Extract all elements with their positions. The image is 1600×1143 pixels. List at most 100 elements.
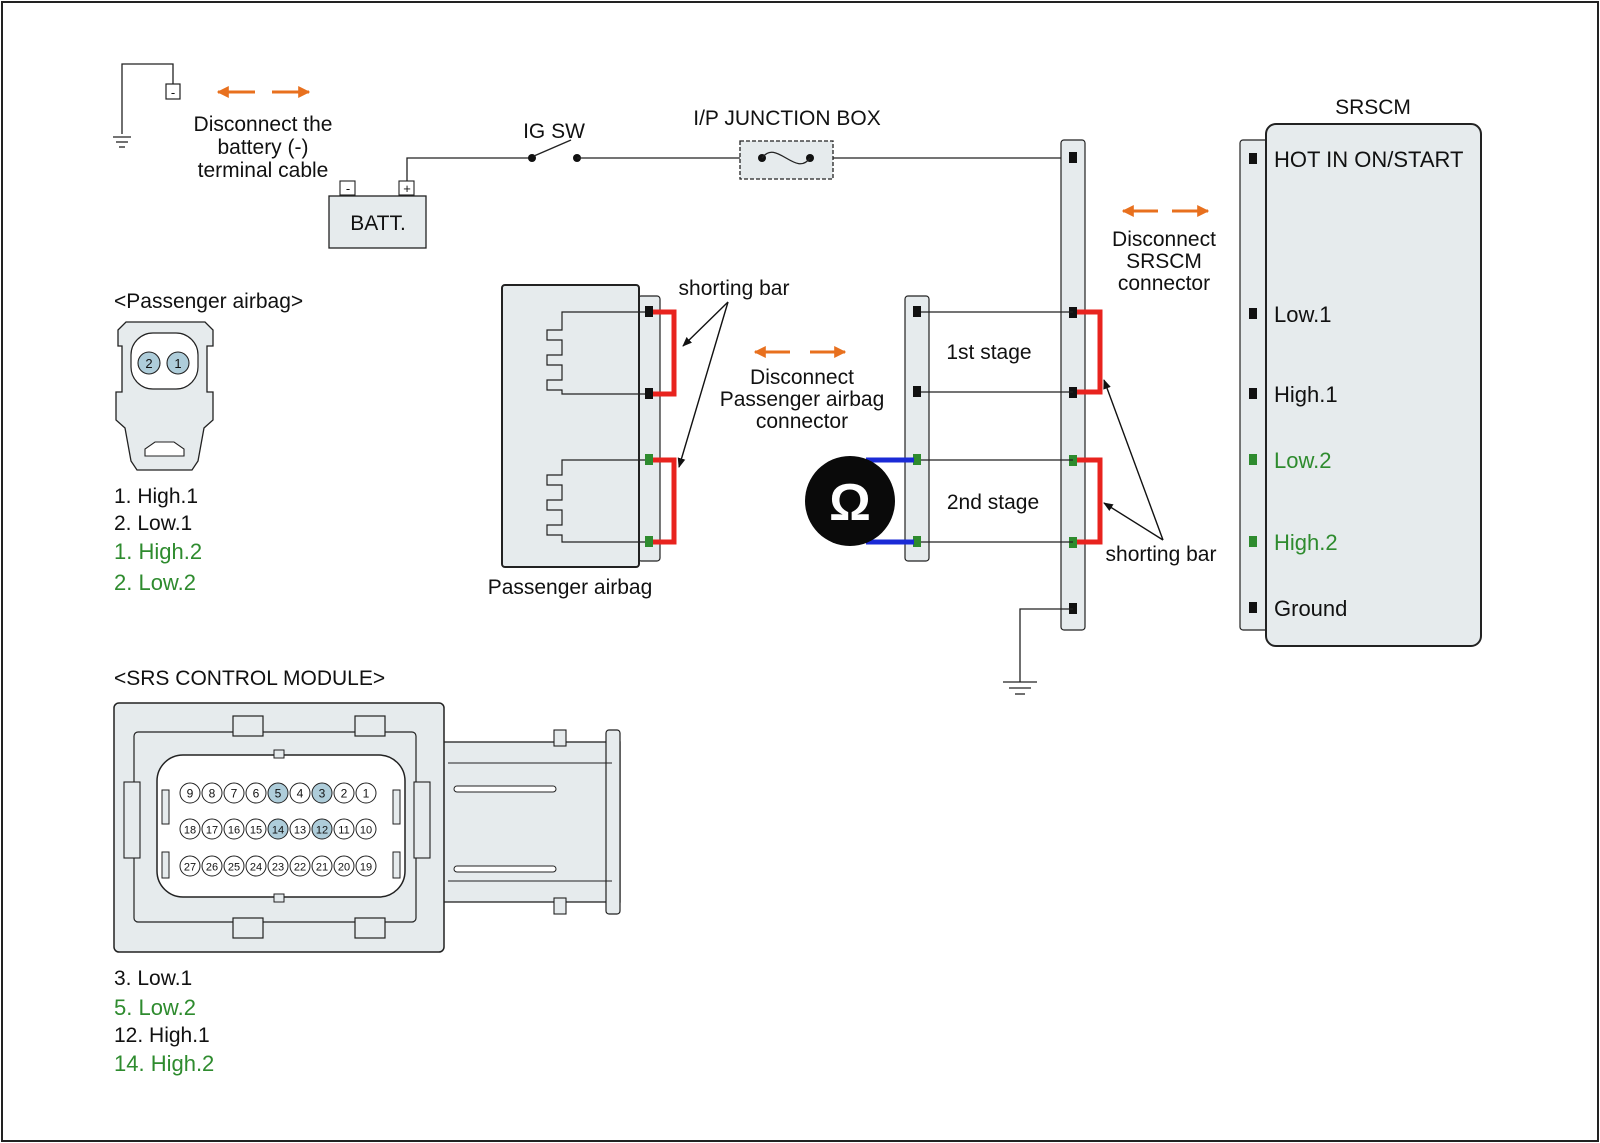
airbag-note-line3: connector xyxy=(756,410,848,433)
shorting-bar-pointer-1 xyxy=(1103,379,1164,541)
harness-connector-strip xyxy=(1060,139,1086,631)
srs-pin-number: 11 xyxy=(338,825,349,837)
srs-pin-number: 12 xyxy=(316,825,328,837)
airbag-connector-strip xyxy=(637,295,661,562)
srs-pin-19 xyxy=(355,855,377,877)
second-stage-label: 2nd stage xyxy=(947,491,1039,514)
passenger-airbag-module xyxy=(501,284,640,568)
srs-pin-13 xyxy=(289,818,311,840)
passenger-legend-3: 1. High.2 xyxy=(114,539,202,564)
airbag-note-line2: Passenger airbag xyxy=(720,388,885,411)
srs-pin-number: 6 xyxy=(253,787,260,801)
srs-pin-5 xyxy=(267,782,289,804)
srscm-box xyxy=(1265,123,1482,647)
srscm-title: SRSCM xyxy=(1335,96,1411,119)
ig-switch-label: IG SW xyxy=(523,120,585,143)
harness-shorting-bar-2 xyxy=(1077,457,1103,545)
srs-pin-number: 15 xyxy=(250,825,262,837)
ground-wire xyxy=(1019,608,1073,682)
ig-switch-blade xyxy=(533,139,572,157)
srs-pin-3 xyxy=(311,782,333,804)
srscm-pin-ground: Ground xyxy=(1274,596,1347,621)
ohm-symbol: Ω xyxy=(829,474,871,532)
srs-pin-number: 10 xyxy=(360,825,372,837)
passenger-legend-1: 1. High.1 xyxy=(114,485,198,508)
harness-shorting-bar-1 xyxy=(1077,309,1103,395)
passenger-pin-1: 1 xyxy=(174,356,181,371)
srs-pin-number: 8 xyxy=(209,787,216,801)
srs-pin-12 xyxy=(311,818,333,840)
harness-shorting-bar-label: shorting bar xyxy=(1106,543,1217,566)
srs-pin-number: 24 xyxy=(250,862,262,874)
measurement-pins xyxy=(913,306,921,547)
srs-legend-4: 14. High.2 xyxy=(114,1051,214,1076)
srs-pin-number: 4 xyxy=(297,787,304,801)
srscm-pin-low2: Low.2 xyxy=(1274,448,1332,473)
terminal-minus-label: - xyxy=(171,85,175,100)
srs-pin-25 xyxy=(223,855,245,877)
srs-pin-8 xyxy=(201,782,223,804)
srscm-note-line2: SRSCM xyxy=(1126,250,1202,273)
passenger-connector-icon xyxy=(115,321,214,471)
airbag-internal-circuit xyxy=(546,311,646,543)
srs-module-heading: <SRS CONTROL MODULE> xyxy=(114,667,385,690)
battery-minus-label: - xyxy=(346,181,350,196)
junction-box-label: I/P JUNCTION BOX xyxy=(693,107,880,130)
srs-pin-6 xyxy=(245,782,267,804)
airbag-pins xyxy=(645,306,653,547)
srs-pin-15 xyxy=(245,818,267,840)
battery-note-line1: Disconnect the xyxy=(194,113,333,136)
ground-icon xyxy=(1003,681,1037,695)
airbag-note-line1: Disconnect xyxy=(750,366,854,389)
srs-pin-2 xyxy=(333,782,355,804)
airbag-shorting-pointer-1 xyxy=(682,301,729,347)
srs-pin-number: 23 xyxy=(272,862,284,874)
srs-pin-4 xyxy=(289,782,311,804)
airbag-shorting-bar-2 xyxy=(653,457,677,545)
srscm-pin-high1: High.1 xyxy=(1274,382,1338,407)
srs-pin-number: 1 xyxy=(363,787,370,801)
ohmmeter-icon xyxy=(805,456,895,546)
passenger-legend-4: 2. Low.2 xyxy=(114,570,196,595)
srs-pin-number: 16 xyxy=(228,825,240,837)
srs-pin-number: 9 xyxy=(187,787,194,801)
power-wire-batt xyxy=(406,157,529,181)
srs-pin-14 xyxy=(267,818,289,840)
srs-pin-number: 20 xyxy=(338,862,350,874)
battery-plus-label: + xyxy=(403,181,411,196)
battery xyxy=(328,180,427,249)
srs-legend-2: 5. Low.2 xyxy=(114,995,196,1020)
srs-pin-number: 5 xyxy=(275,787,282,801)
stage-wires xyxy=(917,311,1073,543)
srs-pin-16 xyxy=(223,818,245,840)
srs-pin-number: 2 xyxy=(341,787,348,801)
srs-pin-number: 17 xyxy=(206,825,218,837)
airbag-shorting-bar-label: shorting bar xyxy=(679,277,790,300)
srs-pin-21 xyxy=(311,855,333,877)
shorting-bar-pointer-2 xyxy=(1103,502,1164,541)
srs-pin-number: 21 xyxy=(316,862,328,874)
battery-note-line2: battery (-) xyxy=(217,136,308,159)
fuse-icon xyxy=(761,151,811,165)
srs-pin-27 xyxy=(179,855,201,877)
srscm-pin-low1: Low.1 xyxy=(1274,302,1332,327)
srs-legend-1: 3. Low.1 xyxy=(114,967,192,990)
srscm-pins xyxy=(1249,153,1257,613)
srs-pin-20 xyxy=(333,855,355,877)
srs-pin-24 xyxy=(245,855,267,877)
srs-pin-7 xyxy=(223,782,245,804)
srs-pin-18 xyxy=(179,818,201,840)
battery-ground-symbol: - xyxy=(113,63,181,148)
passenger-connector-heading: <Passenger airbag> xyxy=(114,290,303,313)
srs-pin-23 xyxy=(267,855,289,877)
srs-pin-number: 18 xyxy=(184,825,196,837)
passenger-legend-2: 2. Low.1 xyxy=(114,512,192,535)
srs-pin-number: 14 xyxy=(272,825,284,837)
srs-pin-number: 7 xyxy=(231,787,238,801)
srscm-pin-high2: High.2 xyxy=(1274,530,1338,555)
srs-pin-1 xyxy=(355,782,377,804)
srscm-pin-hot: HOT IN ON/START xyxy=(1274,147,1463,172)
